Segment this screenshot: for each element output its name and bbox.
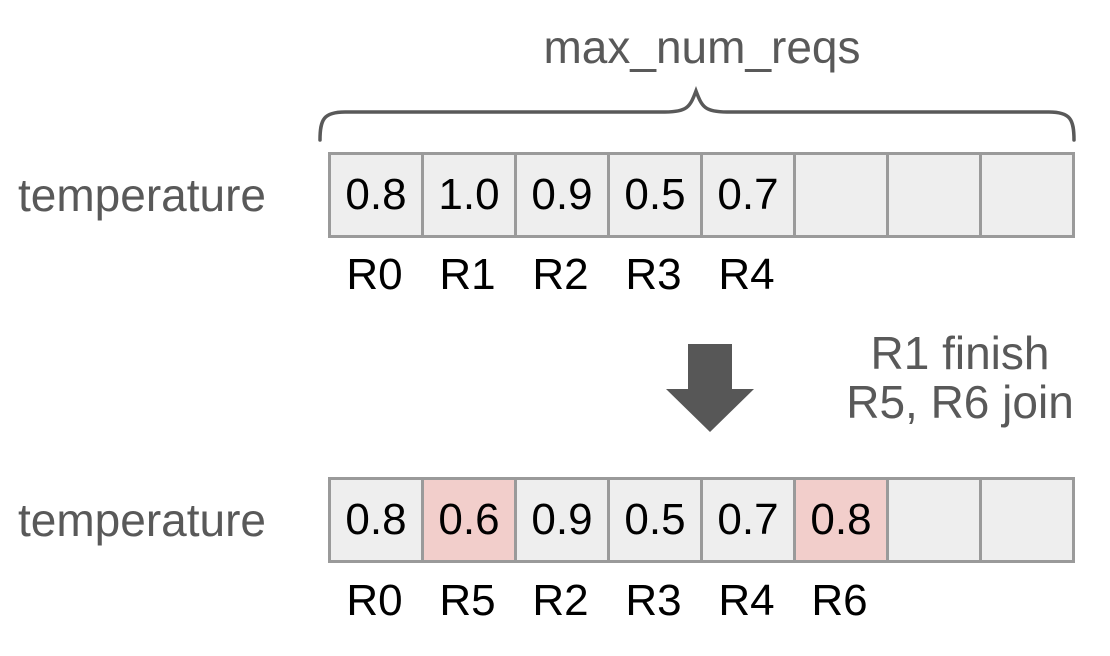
array-cell-empty: [979, 477, 1075, 563]
array-cell: 0.8: [328, 477, 424, 563]
array-cell-empty: [979, 152, 1075, 238]
array-cell: 1.0: [421, 152, 517, 238]
array-cell: 0.7: [700, 152, 796, 238]
array-cell: 0.6: [421, 477, 517, 563]
down-arrow-icon: [666, 344, 754, 432]
array-cell-empty: [886, 152, 982, 238]
temperature-label-bottom: temperature: [18, 494, 267, 546]
transition-note-line2: R5, R6 join: [846, 376, 1074, 428]
array-cell: 0.5: [607, 477, 703, 563]
request-label: [886, 250, 979, 300]
request-label: R3: [625, 576, 682, 625]
array-cell: 0.9: [514, 477, 610, 563]
transition-note-line1: R1 finish: [870, 327, 1050, 379]
request-label: R2: [532, 250, 589, 299]
transition-note: R1 finish R5, R6 join: [810, 329, 1110, 427]
request-label: R0: [346, 250, 403, 299]
request-label: R4: [718, 250, 775, 299]
array-cell-empty: [793, 152, 889, 238]
temperature-label-top: temperature: [18, 169, 267, 221]
request-label: R3: [625, 250, 682, 299]
array-cell: 0.8: [328, 152, 424, 238]
request-labels-bottom: R0 R5 R2 R3 R4 R6: [328, 576, 1072, 626]
request-label: R1: [439, 250, 496, 299]
request-label: R5: [439, 576, 496, 625]
array-cell: 0.7: [700, 477, 796, 563]
request-label: R4: [718, 576, 775, 625]
request-label: [979, 576, 1072, 626]
temperature-array-bottom: 0.8 0.6 0.9 0.5 0.7 0.8: [328, 477, 1075, 563]
array-cell: 0.5: [607, 152, 703, 238]
temperature-array-top: 0.8 1.0 0.9 0.5 0.7: [328, 152, 1075, 238]
array-cell: 0.9: [514, 152, 610, 238]
array-cell: 0.8: [793, 477, 889, 563]
request-label: [979, 250, 1072, 300]
request-labels-top: R0 R1 R2 R3 R4: [328, 250, 1072, 300]
request-label: R6: [811, 576, 868, 625]
request-label: [793, 250, 886, 300]
request-label: [886, 576, 979, 626]
request-label: R0: [346, 576, 403, 625]
max-num-reqs-label: max_num_reqs: [543, 21, 861, 73]
array-cell-empty: [886, 477, 982, 563]
curly-brace-icon: [318, 86, 1076, 142]
request-label: R2: [532, 576, 589, 625]
